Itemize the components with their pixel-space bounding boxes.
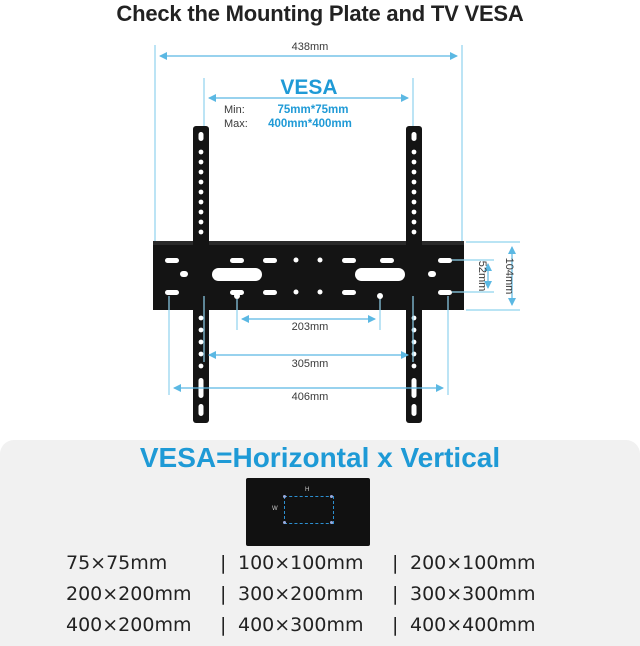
- max-label: Max:: [224, 118, 248, 130]
- right-vertical-arm: [406, 126, 422, 423]
- separator: |: [392, 552, 399, 574]
- overall-width-dimension: 438mm: [154, 41, 463, 248]
- slot-spacing-dimension: 52mm: [452, 259, 494, 293]
- vesa-size: 200×200mm: [66, 583, 192, 605]
- page-title: Check the Mounting Plate and TV VESA: [116, 1, 524, 26]
- vesa-size: 200×100mm: [410, 552, 536, 574]
- vesa-size: 300×300mm: [410, 583, 536, 605]
- separator: |: [220, 552, 227, 574]
- vesa-size-row: 200×200mm | 300×200mm | 300×300mm: [0, 579, 640, 610]
- vesa-size-row: 75×75mm | 100×100mm | 200×100mm: [0, 548, 640, 579]
- left-vertical-arm: [193, 126, 209, 423]
- vesa-pattern-outline: [284, 496, 334, 524]
- plate-height-label: 104mm: [503, 258, 515, 295]
- tv-height-label: H: [305, 487, 310, 493]
- vesa-label: VESA: [280, 76, 337, 99]
- hole-spacing-406-dimension: 406mm: [168, 296, 449, 403]
- tv-back-illustration: H W: [246, 478, 370, 546]
- separator: |: [392, 583, 399, 605]
- hole-spacing-406-label: 406mm: [292, 391, 329, 403]
- vesa-size: 300×200mm: [238, 583, 364, 605]
- vesa-formula-heading: VESA=Horizontal x Vertical: [139, 442, 501, 473]
- hole-spacing-305-label: 305mm: [292, 358, 329, 370]
- vesa-size: 400×300mm: [238, 614, 364, 636]
- min-label: Min:: [224, 104, 245, 116]
- slot-spacing-label: 52mm: [476, 261, 488, 292]
- vesa-size: 400×400mm: [410, 614, 536, 636]
- plate-height-dimension: 104mm: [466, 241, 520, 311]
- hole-spacing-203-dimension: 203mm: [236, 299, 381, 333]
- vesa-range-dimension: VESA Min: 75mm*75mm Max: 400mm*400mm: [203, 76, 414, 130]
- mounting-plate-diagram: 438mm VESA Min: 75mm*75mm Max: 400mm*400…: [153, 41, 520, 423]
- max-value: 400mm*400mm: [268, 118, 352, 130]
- separator: |: [392, 614, 399, 636]
- separator: |: [220, 583, 227, 605]
- vesa-size: 100×100mm: [238, 552, 364, 574]
- hole-spacing-305-dimension: 305mm: [203, 296, 414, 370]
- separator: |: [220, 614, 227, 636]
- tv-width-label: W: [272, 506, 278, 512]
- vesa-size: 75×75mm: [66, 552, 168, 574]
- min-value: 75mm*75mm: [278, 104, 349, 116]
- overall-width-label: 438mm: [292, 41, 329, 53]
- mount-hole-icon: [283, 495, 286, 498]
- vesa-size-list: 75×75mm | 100×100mm | 200×100mm 200×200m…: [0, 548, 640, 641]
- vesa-size: 400×200mm: [66, 614, 192, 636]
- mount-hole-icon: [283, 521, 286, 524]
- mount-hole-icon: [330, 495, 333, 498]
- vesa-size-row: 400×200mm | 400×300mm | 400×400mm: [0, 610, 640, 641]
- hole-spacing-203-label: 203mm: [292, 321, 329, 333]
- mount-hole-icon: [330, 521, 333, 524]
